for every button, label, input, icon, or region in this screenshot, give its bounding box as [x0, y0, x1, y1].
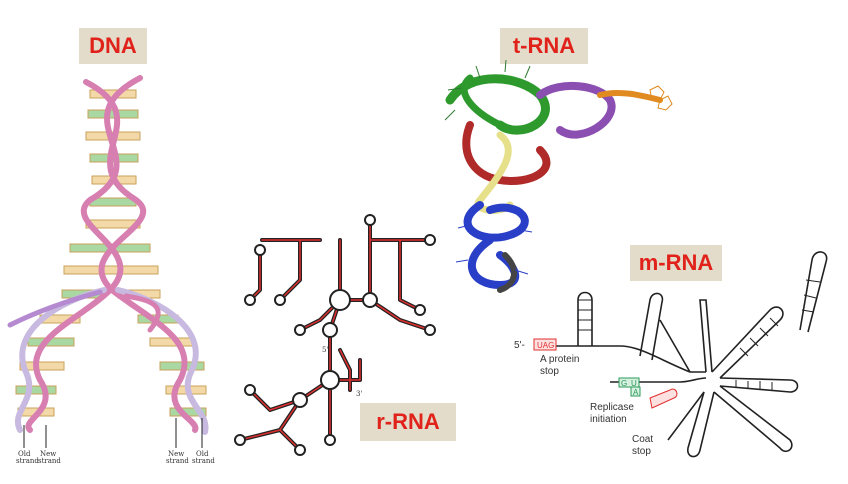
- trna-label: t-RNA: [500, 28, 588, 64]
- mrna-start-codon-a: A: [633, 388, 639, 397]
- mrna-start-codon-g: G: [621, 379, 627, 388]
- rrna-3-prime-end: 3': [356, 390, 362, 398]
- mrna-replicase-1: Replicase: [590, 402, 634, 413]
- dna-old-strand-left-1: Old: [18, 450, 31, 458]
- dna-new-strand-left-2: strand: [38, 457, 61, 465]
- mrna-stop-codon: UAG: [537, 341, 554, 350]
- mrna-coat-stop-2: stop: [632, 446, 651, 457]
- mrna-start-codon-box: [618, 377, 640, 388]
- dna-label: DNA: [79, 28, 147, 64]
- mrna-replicase-2: initiation: [590, 414, 627, 425]
- rrna-label: r-RNA: [360, 403, 456, 441]
- mrna-coat-stop-box: [649, 388, 678, 409]
- mrna-five-prime: 5'-: [514, 340, 525, 351]
- mrna-label: m-RNA: [630, 245, 722, 281]
- mrna-stop-codon-box: [533, 338, 557, 351]
- dna-new-strand-right-1: New: [168, 450, 184, 458]
- dna-old-strand-right-1: Old: [196, 450, 209, 458]
- dna-old-strand-right-2: strand: [192, 457, 215, 465]
- dna-old-strand-left-2: strand: [16, 457, 39, 465]
- dna-new-strand-right-2: strand: [166, 457, 189, 465]
- dna-arrows: [23, 418, 203, 448]
- rrna-5-prime-end: 5': [322, 346, 328, 354]
- mrna-protein-stop-2: stop: [540, 366, 559, 377]
- mrna-start-codon-u: U: [631, 379, 637, 388]
- mrna-coat-stop-1: Coat: [632, 434, 653, 445]
- dna-backbone-strands: [7, 75, 209, 435]
- dna-new-strand-left-1: New: [40, 450, 56, 458]
- mrna-protein-stop-1: A protein: [540, 354, 579, 365]
